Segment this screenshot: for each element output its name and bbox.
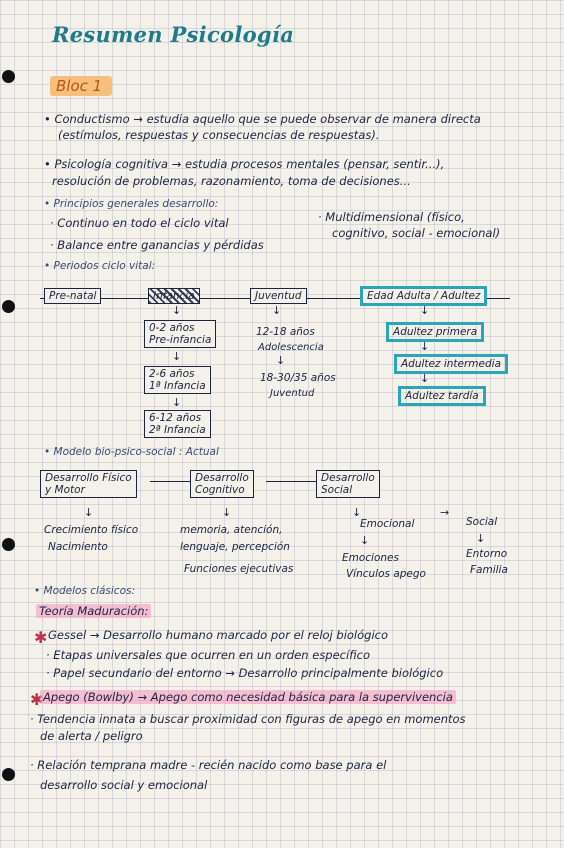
cognitiva-line-2: resolución de problemas, razonamiento, t… (52, 174, 411, 188)
box-desarrollo-fisico-line-1: Desarrollo Físico (45, 472, 132, 484)
box-desarrollo-fisico: Desarrollo Físico y Motor (40, 470, 137, 498)
principios-heading: • Principios generales desarrollo: (44, 198, 219, 210)
box-infancia-2-6-label: 1ª Infancia (149, 380, 206, 392)
juventud-18-30-age: 18-30/35 años (260, 372, 336, 384)
box-desarrollo-social-line-1: Desarrollo (321, 472, 375, 484)
social-sub-2: Familia (470, 564, 508, 576)
emocional-sub-2: Vínculos apego (346, 568, 426, 580)
arrow-right: → (440, 506, 450, 519)
teoria-maduracion: Teoría Maduración: (36, 604, 152, 618)
arrow-down: ↓ (276, 354, 286, 367)
clasicos-heading: • Modelos clásicos: (34, 585, 136, 597)
box-adultez: Edad Adulta / Adultez (360, 286, 488, 306)
box-juventud: Juventud (250, 288, 307, 304)
box-desarrollo-social-line-2: Social (321, 484, 353, 496)
social-sub-label: Social (466, 516, 498, 528)
box-infancia: Infancia (148, 288, 200, 304)
arrow-down: ↓ (420, 372, 430, 385)
fisico-sub-2: Nacimiento (48, 541, 108, 553)
conductismo-line-1: • Conductismo → estudia aquello que se p… (44, 112, 481, 126)
page-title: Resumen Psicología (52, 22, 295, 47)
principio-balance: · Balance entre ganancias y pérdidas (50, 238, 264, 252)
box-desarrollo-cognitivo-line-2: Cognitivo (195, 484, 245, 496)
binder-hole (2, 538, 15, 551)
cognitivo-sub-1: memoria, atención, (180, 524, 283, 536)
modelo-connector (150, 481, 190, 482)
box-adultez-primera: Adultez primera (386, 322, 485, 342)
box-desarrollo-cognitivo: Desarrollo Cognitivo (190, 470, 254, 498)
arrow-down: ↓ (420, 304, 430, 317)
box-desarrollo-cognitivo-line-1: Desarrollo (195, 472, 249, 484)
juventud-12-18-age: 12-18 años (256, 326, 315, 338)
box-infancia-6-12-label: 2ª Infancia (149, 424, 206, 436)
arrow-down: ↓ (272, 304, 282, 317)
box-adultez-tardia: Adultez tardía (398, 386, 486, 406)
cognitivo-sub-2: lenguaje, percepción (180, 541, 290, 553)
apego-bullet-1-line-2: de alerta / peligro (40, 729, 143, 743)
emocional-sub-1: Emociones (342, 552, 399, 564)
box-adultez-intermedia: Adultez intermedia (394, 354, 509, 374)
box-infancia-0-2-label: Pre-infancia (149, 334, 212, 346)
box-desarrollo-fisico-line-2: y Motor (45, 484, 85, 496)
juventud-12-18-label: Adolescencia (258, 342, 324, 353)
arrow-down: ↓ (420, 340, 430, 353)
principio-continuo: · Continuo en todo el ciclo vital (50, 216, 229, 230)
bloc-heading: Bloc 1 (50, 76, 113, 96)
arrow-down: ↓ (172, 304, 182, 317)
binder-hole (2, 768, 15, 781)
periodos-heading: • Periodos ciclo vital: (44, 260, 156, 272)
arrow-down: ↓ (172, 396, 182, 409)
principio-multidimensional-1: · Multidimensional (físico, (318, 210, 465, 224)
social-sub-1: Entorno (466, 548, 508, 560)
binder-hole (2, 70, 15, 83)
arrow-down: ↓ (222, 506, 232, 519)
cognitivo-sub-3: Funciones ejecutivas (184, 563, 294, 575)
principio-multidimensional-2: cognitivo, social - emocional) (332, 226, 501, 240)
box-infancia-0-2: 0-2 años Pre-infancia (144, 320, 217, 348)
box-infancia-0-2-age: 0-2 años (149, 322, 195, 334)
gessel-bullet-1: · Etapas universales que ocurren en un o… (46, 648, 370, 662)
gessel-bullet-2: · Papel secundario del entorno → Desarro… (46, 666, 444, 680)
box-desarrollo-social: Desarrollo Social (316, 470, 380, 498)
emocional-label: Emocional (360, 518, 415, 530)
box-prenatal: Pre-natal (44, 288, 102, 304)
arrow-down: ↓ (476, 532, 486, 545)
arrow-down: ↓ (352, 506, 362, 519)
modelo-connector (266, 481, 316, 482)
arrow-down: ↓ (172, 350, 182, 363)
box-infancia-2-6-age: 2-6 años (149, 368, 195, 380)
arrow-down: ↓ (84, 506, 94, 519)
arrow-down: ↓ (360, 534, 370, 547)
gessel-line: Gessel → Desarrollo humano marcado por e… (48, 628, 389, 642)
apego-text: Apego (Bowlby) → Apego como necesidad bá… (40, 690, 456, 704)
cognitiva-line-1: • Psicología cognitiva → estudia proceso… (44, 157, 445, 171)
conductismo-line-2: (estímulos, respuestas y consecuencias d… (58, 128, 380, 142)
star-icon: ✱ (34, 628, 48, 647)
box-infancia-2-6: 2-6 años 1ª Infancia (144, 366, 211, 394)
binder-hole (2, 300, 15, 313)
box-infancia-6-12: 6-12 años 2ª Infancia (144, 410, 211, 438)
modelo-heading: • Modelo bio-psico-social : Actual (44, 446, 219, 458)
apego-bullet-2-line-2: desarrollo social y emocional (40, 778, 208, 792)
apego-line: Apego (Bowlby) → Apego como necesidad bá… (40, 690, 456, 704)
fisico-sub-1: Crecimiento físico (44, 524, 139, 536)
apego-bullet-1-line-1: · Tendencia innata a buscar proximidad c… (30, 712, 466, 726)
teoria-maduracion-label: Teoría Maduración: (36, 604, 152, 618)
apego-bullet-2-line-1: · Relación temprana madre - recién nacid… (30, 758, 387, 772)
box-infancia-6-12-age: 6-12 años (149, 412, 202, 424)
juventud-18-30-label: Juventud (270, 388, 315, 399)
